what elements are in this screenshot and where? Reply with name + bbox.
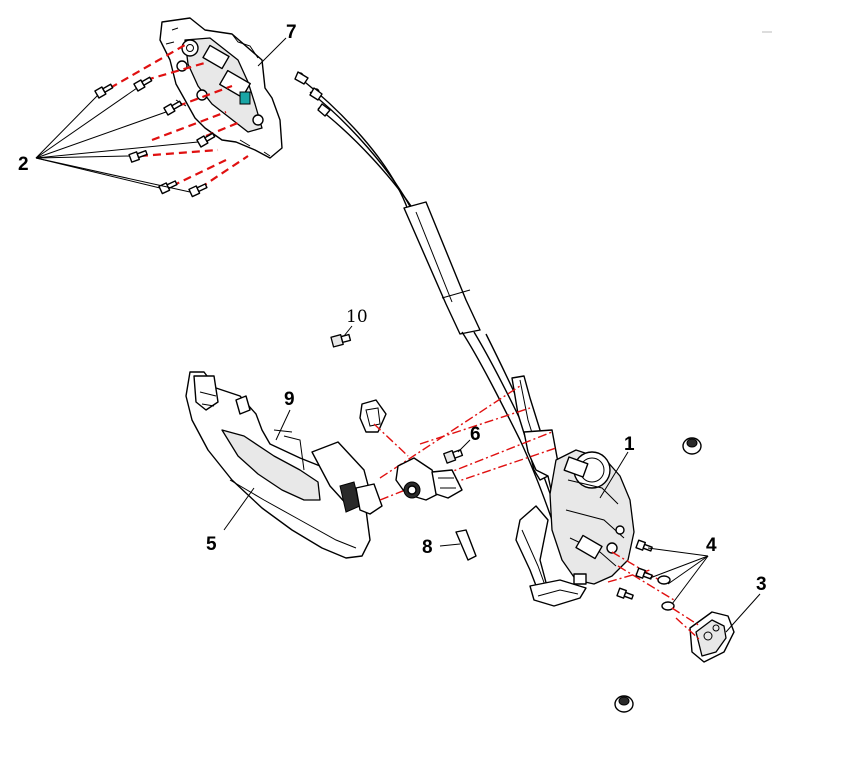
screw-guide-lines [109,44,249,189]
outer-door-handle [185,371,383,559]
callout-2: 2 [18,154,29,175]
lock-cylinder [395,457,463,501]
callout-8: 8 [422,537,433,558]
blue-clip [239,91,251,105]
screw-6 [443,449,464,464]
callout-9: 9 [284,389,295,410]
rubber-bumper-bottom [614,695,634,713]
key-blade-8 [455,529,477,561]
leader-5 [223,487,255,531]
callout-1: 1 [624,434,635,455]
leader-6 [457,439,471,453]
rubber-bumper-top [682,437,702,455]
leader-lines-4 [647,547,709,605]
inner-handle-bracket [159,17,283,159]
callout-4: 4 [706,535,717,556]
leader-1 [599,451,629,499]
callout-3: 3 [756,574,767,595]
door-lock-actuator [511,375,635,607]
leader-7 [257,37,287,67]
callout-5: 5 [206,534,217,555]
lock-screws [607,539,675,611]
leader-8 [439,543,461,547]
door-lock-cables [294,71,561,521]
callout-10: 10 [346,307,368,327]
leader-lines-2 [35,87,199,193]
door-striker [671,607,735,663]
leader-10 [343,325,353,337]
callout-7: 7 [286,22,297,43]
leader-9 [275,409,291,441]
bolt-10 [330,333,352,348]
callout-6: 6 [470,424,481,445]
leader-3 [725,593,761,633]
handle-clip [359,399,387,433]
